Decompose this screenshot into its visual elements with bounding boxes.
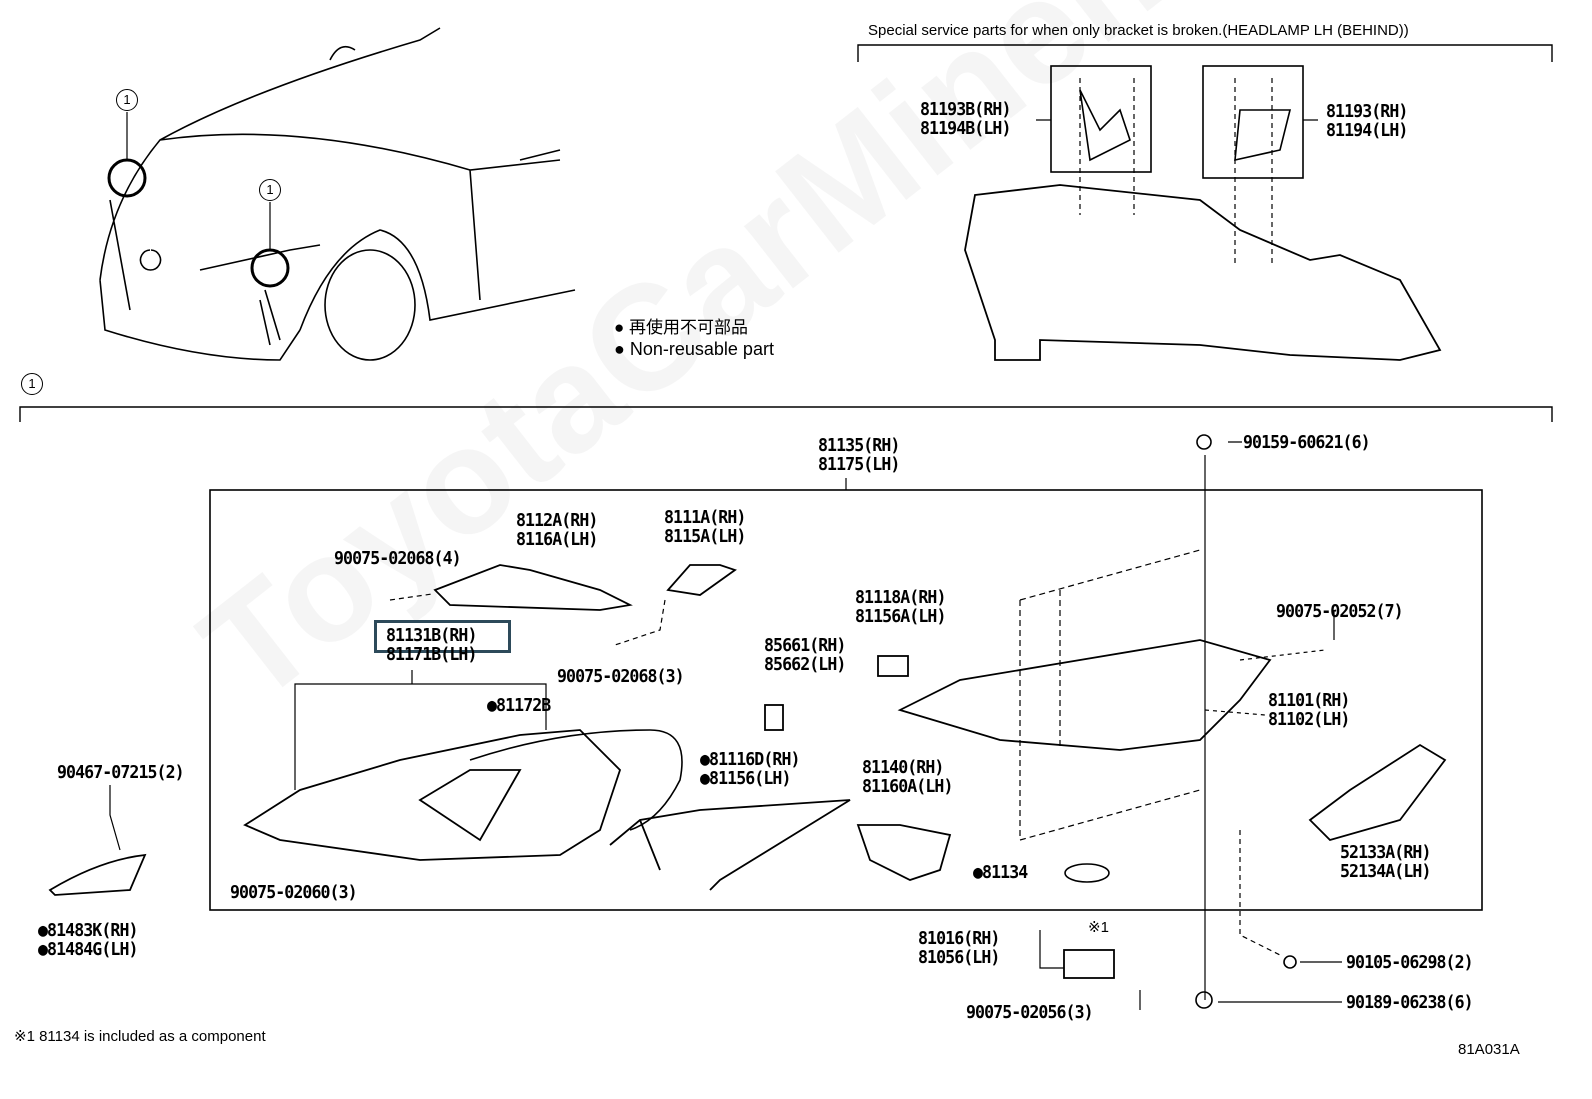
part-81131B[interactable]: 81131B(RH)81171B(LH) [386,625,477,665]
part-8111A[interactable]: 8111A(RH)8115A(LH) [664,507,746,547]
part-81135[interactable]: 81135(RH)81175(LH) [818,435,900,475]
callout-1: 1 [259,179,281,201]
part-81193[interactable]: 81193(RH)81194(LH) [1326,101,1408,141]
diagram-code: 81A031A [1458,1041,1520,1058]
part-85661[interactable]: 85661(RH)85662(LH) [764,635,846,675]
part-81483K[interactable]: ●81483K(RH)●81484G(LH) [38,920,138,960]
part-90075-02060[interactable]: 90075-02060(3) [230,882,358,903]
part-81193B[interactable]: 81193B(RH)81194B(LH) [920,99,1011,139]
special-parts-header: Special service parts for when only brac… [868,22,1409,39]
note-mark: ※1 [1088,919,1109,936]
part-52133A[interactable]: 52133A(RH)52134A(LH) [1340,842,1431,882]
part-90105-06298[interactable]: 90105-06298(2) [1346,952,1474,973]
part-81016[interactable]: 81016(RH)81056(LH) [918,928,1000,968]
part-90467-07215[interactable]: 90467-07215(2) [57,762,185,783]
highlight-box [374,620,511,653]
part-90075-02068-4[interactable]: 90075-02068(4) [334,548,462,569]
footnote: ※1 81134 is included as a component [14,1028,266,1045]
part-8112A[interactable]: 8112A(RH)8116A(LH) [516,510,598,550]
part-90075-02068-3[interactable]: 90075-02068(3) [557,666,685,687]
part-81116D[interactable]: ●81116D(RH)●81156(LH) [700,749,800,789]
part-90189-06238[interactable]: 90189-06238(6) [1346,992,1474,1013]
callout-1: 1 [116,89,138,111]
part-81101[interactable]: 81101(RH)81102(LH) [1268,690,1350,730]
part-90075-02052[interactable]: 90075-02052(7) [1276,601,1404,622]
section-callout-1: 1 [21,373,43,395]
part-81140[interactable]: 81140(RH)81160A(LH) [862,757,953,797]
part-90159-60621[interactable]: 90159-60621(6) [1243,432,1371,453]
legend-non-reusable-jp: ● 再使用不可部品 [614,318,748,337]
part-81172B[interactable]: ●81172B [487,695,551,716]
car-front-illustration [99,27,576,361]
legend-non-reusable-en: ● Non-reusable part [614,339,774,359]
part-90075-02056[interactable]: 90075-02056(3) [966,1002,1094,1023]
part-81118A[interactable]: 81118A(RH)81156A(LH) [855,587,946,627]
part-81134[interactable]: ●81134 [973,862,1028,883]
